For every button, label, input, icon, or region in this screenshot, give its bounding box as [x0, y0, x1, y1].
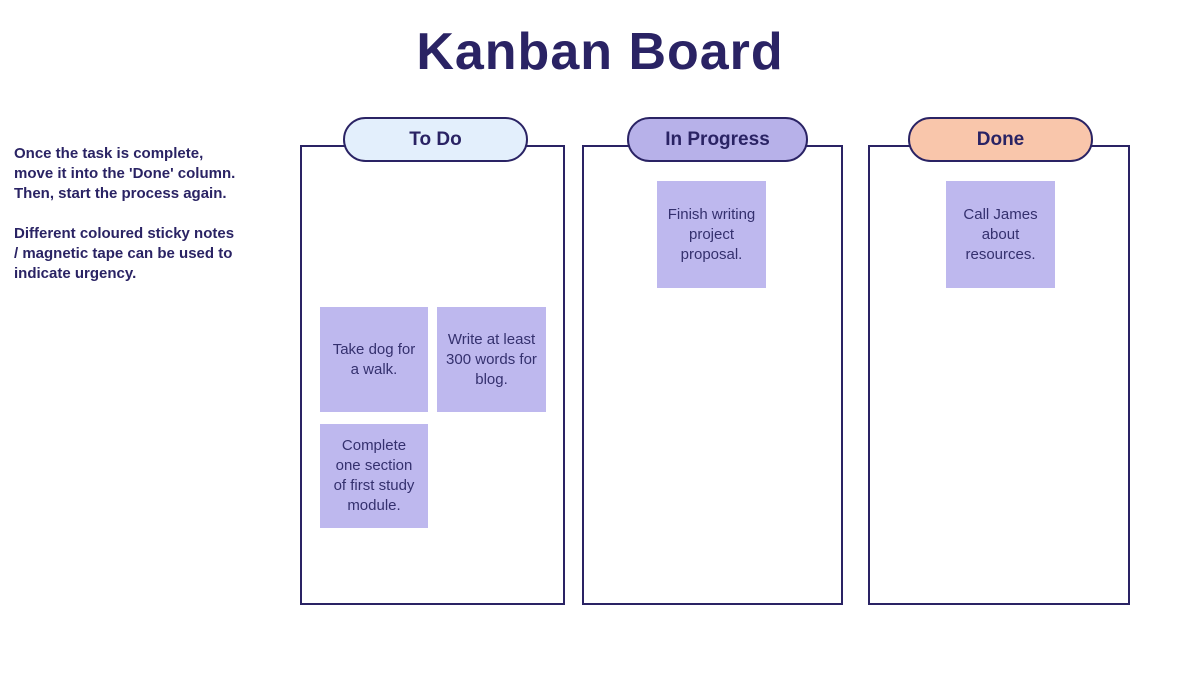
column-label-in-progress: In Progress: [665, 128, 770, 150]
instruction-line: indicate urgency.: [14, 265, 137, 282]
instruction-paragraph-urgency: Different coloured sticky notes / magnet…: [14, 224, 299, 284]
sticky-note-write-blog[interactable]: Write at least 300 words for blog.: [437, 307, 546, 412]
column-header-in-progress[interactable]: In Progress: [627, 117, 808, 162]
instruction-line: move it into the 'Done' column.: [14, 165, 236, 182]
sticky-note-call-james[interactable]: Call James about resources.: [946, 181, 1055, 288]
instruction-line: Different coloured sticky notes: [14, 225, 235, 242]
instructions-text: Once the task is complete, move it into …: [14, 144, 299, 304]
instruction-line: / magnetic tape can be used to: [14, 245, 233, 262]
column-label-todo: To Do: [409, 128, 462, 150]
instruction-line: Once the task is complete,: [14, 145, 204, 162]
column-header-done[interactable]: Done: [908, 117, 1093, 162]
sticky-note-take-dog[interactable]: Take dog for a walk.: [320, 307, 428, 412]
instruction-line: Then, start the process again.: [14, 185, 227, 202]
page-title: Kanban Board: [416, 23, 784, 81]
sticky-note-project-proposal[interactable]: Finish writing project proposal.: [657, 181, 766, 288]
column-header-todo[interactable]: To Do: [343, 117, 528, 162]
column-label-done: Done: [976, 128, 1025, 150]
instruction-paragraph-complete: Once the task is complete, move it into …: [14, 144, 299, 204]
sticky-note-study-module[interactable]: Complete one section of first study modu…: [320, 424, 428, 528]
